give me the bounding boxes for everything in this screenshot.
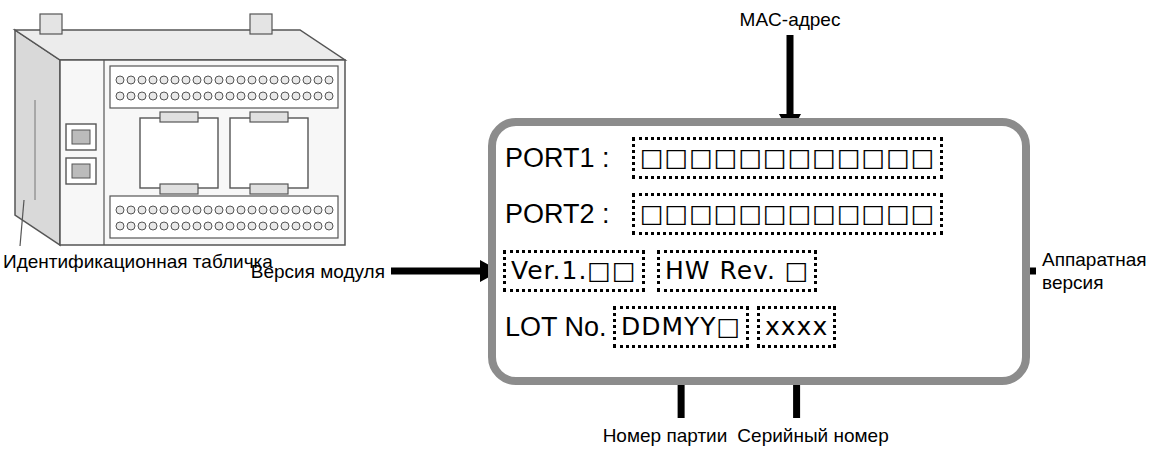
nameplate: PORT1 : PORT2 : LOT No. □□□□□□□□□□□□ □□□□□□□… — [488, 118, 1030, 385]
field-text: HW Rev. □ — [665, 255, 809, 287]
field-text: □□□□□□□□□□□□ — [640, 142, 935, 174]
field-box: HW Rev. □ — [657, 250, 817, 292]
field-box: xxxx — [757, 306, 836, 348]
plc-illustration — [15, 14, 345, 245]
field-text: DDMYY□ — [621, 311, 741, 343]
port-label: PORT2 : — [505, 198, 610, 230]
callout-label: Серийный номер — [737, 424, 888, 447]
field-box: □□□□□□□□□□□□ — [632, 137, 943, 179]
pointer-arrow — [391, 260, 500, 282]
callout-label: Идентификационная табличка — [3, 250, 273, 273]
port-label: PORT1 : — [505, 142, 610, 174]
field-box: □□□□□□□□□□□□ — [632, 193, 943, 235]
field-text: Ver.1.□□ — [511, 255, 637, 287]
leader-line — [20, 200, 24, 246]
field-text: □□□□□□□□□□□□ — [640, 198, 935, 230]
port-label: LOT No. — [505, 311, 607, 343]
callout-label: Номер партии — [603, 424, 728, 447]
callout-label: MAC-адрес — [740, 8, 841, 31]
field-text: xxxx — [765, 311, 828, 343]
callout-label: Аппаратная версия — [1042, 248, 1150, 294]
field-box: Ver.1.□□ — [503, 250, 645, 292]
field-box: DDMYY□ — [613, 306, 749, 348]
